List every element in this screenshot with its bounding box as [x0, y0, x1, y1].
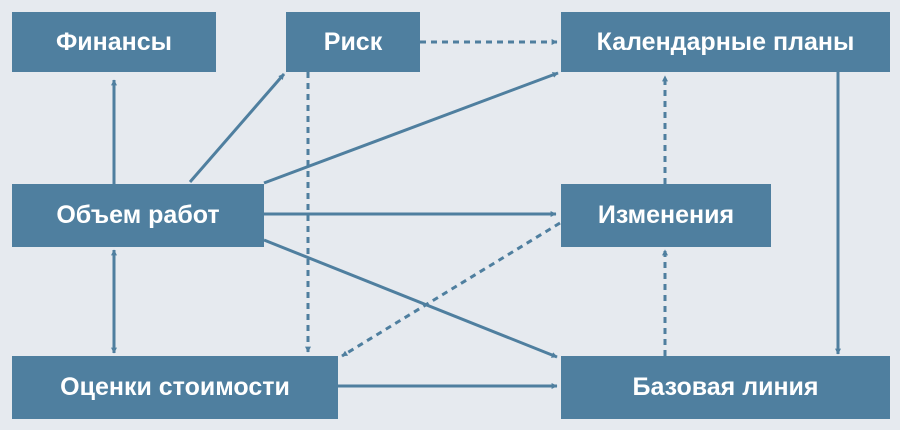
node-finance-label: Финансы — [55, 27, 173, 56]
node-baseline: Базовая линия — [561, 356, 890, 419]
edge-scope-to-risk — [188, 73, 286, 183]
edge-scope-to-baseline — [263, 238, 558, 359]
node-schedules-label: Календарные планы — [596, 27, 855, 56]
node-estimates: Оценки стоимости — [12, 356, 338, 419]
node-scope-label: Объем работ — [56, 201, 220, 229]
node-changes-label: Изменения — [597, 201, 735, 229]
node-scope: Объем работ — [12, 184, 264, 247]
node-risk-label: Риск — [323, 27, 383, 56]
node-changes: Изменения — [561, 184, 771, 247]
node-estimates-label: Оценки стоимости — [60, 373, 290, 401]
node-finance: Финансы — [12, 12, 216, 72]
edge-changes-to-estimates — [341, 221, 561, 358]
node-baseline-label: Базовая линия — [632, 373, 819, 401]
node-schedules: Календарные планы — [561, 12, 890, 72]
node-risk: Риск — [286, 12, 420, 72]
edge-scope-to-schedules — [263, 71, 559, 185]
